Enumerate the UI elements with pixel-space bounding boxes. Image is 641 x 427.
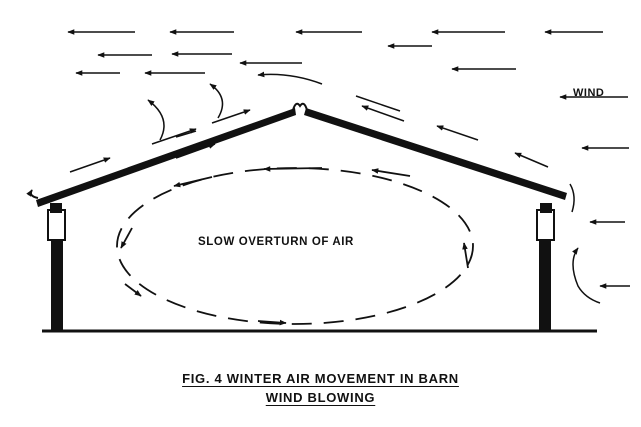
flow-arrow xyxy=(361,105,405,122)
roof-flow-arrows xyxy=(355,95,601,304)
figure-caption-subtitle: WIND BLOWING xyxy=(265,390,376,405)
eave-curl-left xyxy=(26,189,39,199)
loop-arrow xyxy=(173,176,213,188)
eddy-arrow xyxy=(209,83,224,119)
eddy-arrow xyxy=(147,99,165,141)
ridge-vent xyxy=(292,102,308,111)
wind-label: WIND xyxy=(573,87,605,99)
flow-arrow xyxy=(572,247,601,304)
flow-arrow xyxy=(175,143,216,159)
roof xyxy=(26,102,567,207)
flow-arrow xyxy=(175,130,197,138)
figure-caption: FIG. 4 WINTER AIR MOVEMENT IN BARN xyxy=(182,371,459,386)
wind-arrow xyxy=(257,71,323,85)
loop-arrow xyxy=(257,319,287,326)
right-wall xyxy=(536,203,555,331)
left-wall xyxy=(47,203,66,331)
flow-arrow xyxy=(211,109,251,124)
roof-right-slope xyxy=(304,108,567,200)
flow-arrow xyxy=(69,157,111,173)
flow-arrow xyxy=(569,183,575,213)
overturn-label: SLOW OVERTURN OF AIR xyxy=(198,236,354,248)
loop-arrow xyxy=(124,283,142,297)
loop-arrow xyxy=(263,166,323,172)
loop-arrow xyxy=(120,227,133,249)
wind-arrows xyxy=(67,29,630,289)
internal-circulation xyxy=(116,166,474,326)
loop-arrow xyxy=(462,242,469,269)
left-roof-flow xyxy=(69,83,251,173)
flow-arrow xyxy=(151,128,197,145)
flow-arrow xyxy=(436,125,479,141)
loop-arrow xyxy=(371,168,411,177)
flow-arrow xyxy=(514,152,549,168)
flow-arrow xyxy=(355,95,401,112)
roof-left-slope xyxy=(36,108,296,207)
